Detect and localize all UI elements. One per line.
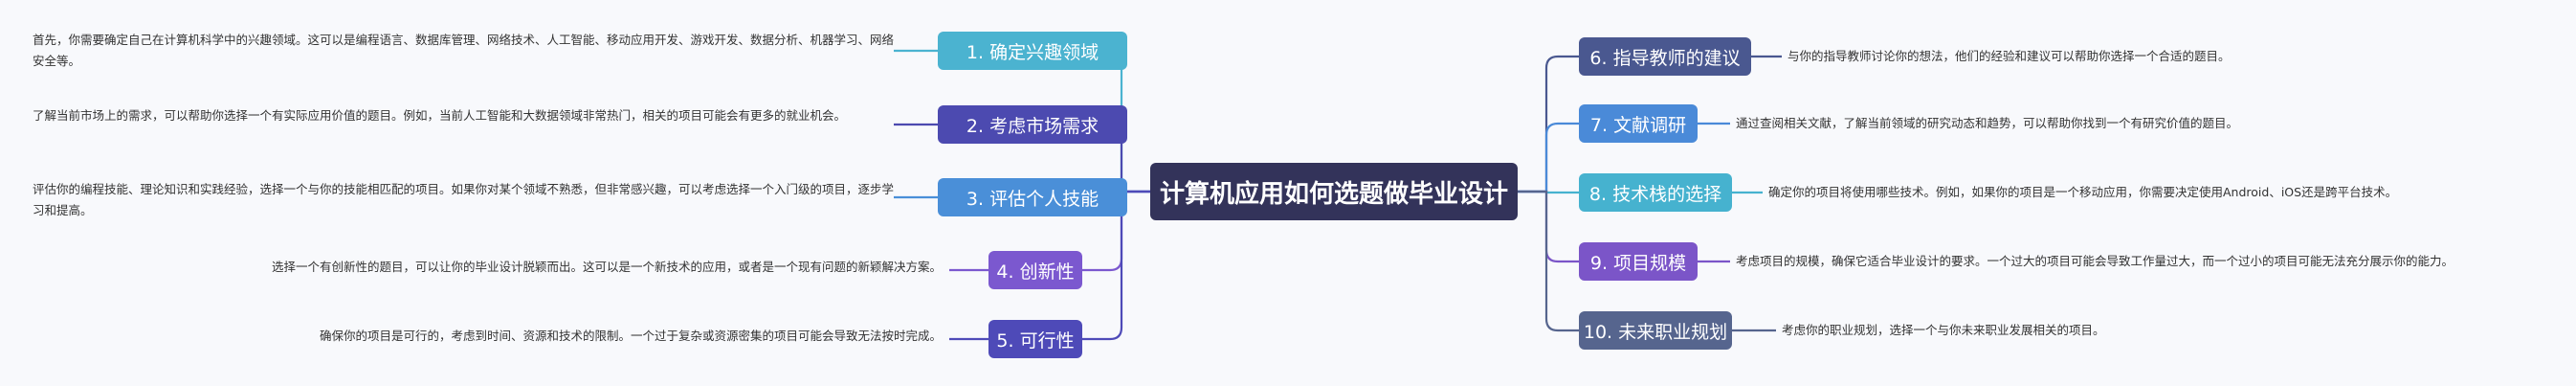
topic-description: 了解当前市场上的需求，可以帮助你选择一个有实际应用价值的题目。例如，当前人工智能… bbox=[33, 108, 847, 123]
topic-label: 1. 确定兴趣领域 bbox=[966, 41, 1099, 63]
branch-connector bbox=[1518, 190, 1579, 263]
topic-description: 首先，你需要确定自己在计算机科学中的兴趣领域。这可以是编程语言、数据库管理、网络… bbox=[33, 33, 895, 68]
topic-description: 通过查阅相关文献，了解当前领域的研究动态和趋势，可以帮助你找到一个有研究价值的题… bbox=[1736, 116, 2239, 130]
branch-connector bbox=[1518, 190, 1579, 332]
topic-label: 7. 文献调研 bbox=[1589, 114, 1687, 136]
topic-career-planning[interactable]: 10. 未来职业规划 bbox=[1579, 311, 1732, 350]
topic-literature-review[interactable]: 7. 文献调研 bbox=[1579, 104, 1698, 143]
topic-feasibility[interactable]: 5. 可行性 bbox=[988, 320, 1082, 358]
topic-label: 3. 评估个人技能 bbox=[966, 188, 1099, 210]
branch-connector bbox=[1518, 55, 1579, 193]
topic-description: 确定你的项目将使用哪些技术。例如，如果你的项目是一个移动应用，你需要决定使用An… bbox=[1768, 185, 2398, 199]
topic-label: 4. 创新性 bbox=[996, 261, 1075, 283]
topic-innovation[interactable]: 4. 创新性 bbox=[988, 251, 1082, 289]
topic-label: 8. 技术栈的选择 bbox=[1588, 183, 1722, 205]
topic-project-scale[interactable]: 9. 项目规模 bbox=[1579, 242, 1698, 281]
topic-interest-field[interactable]: 1. 确定兴趣领域 bbox=[938, 32, 1127, 70]
topic-description: 选择一个有创新性的题目，可以让你的毕业设计脱颖而出。这可以是一个新技术的应用，或… bbox=[271, 260, 942, 274]
topic-tech-stack[interactable]: 8. 技术栈的选择 bbox=[1579, 173, 1732, 212]
topic-label: 2. 考虑市场需求 bbox=[966, 115, 1099, 137]
topic-description: 与你的指导教师讨论你的想法，他们的经验和建议可以帮助你选择一个合适的题目。 bbox=[1788, 49, 2231, 63]
topic-label: 9. 项目规模 bbox=[1589, 252, 1687, 274]
topic-market-demand[interactable]: 2. 考虑市场需求 bbox=[938, 105, 1127, 144]
topic-description: 确保你的项目是可行的，考虑到时间、资源和技术的限制。一个过于复杂或资源密集的项目… bbox=[319, 329, 942, 343]
topic-description: 评估你的编程技能、理论知识和实践经验，选择一个与你的技能相匹配的项目。如果你对某… bbox=[33, 182, 895, 217]
central-topic-label: 计算机应用如何选题做毕业设计 bbox=[1159, 179, 1508, 209]
topic-description: 考虑你的职业规划，选择一个与你未来职业发展相关的项目。 bbox=[1782, 323, 2105, 337]
topic-label: 10. 未来职业规划 bbox=[1583, 321, 1728, 343]
topic-personal-skills[interactable]: 3. 评估个人技能 bbox=[938, 178, 1127, 216]
topic-advisor-advice[interactable]: 6. 指导教师的建议 bbox=[1579, 37, 1751, 76]
branch-connector bbox=[1082, 190, 1150, 341]
topic-description: 考虑项目的规模，确保它适合毕业设计的要求。一个过大的项目可能会导致工作量过大，而… bbox=[1736, 254, 2454, 268]
topic-label: 6. 指导教师的建议 bbox=[1589, 47, 1741, 69]
central-topic[interactable]: 计算机应用如何选题做毕业设计 bbox=[1150, 163, 1518, 220]
topic-label: 5. 可行性 bbox=[996, 329, 1075, 352]
branch-connector bbox=[1518, 122, 1579, 193]
